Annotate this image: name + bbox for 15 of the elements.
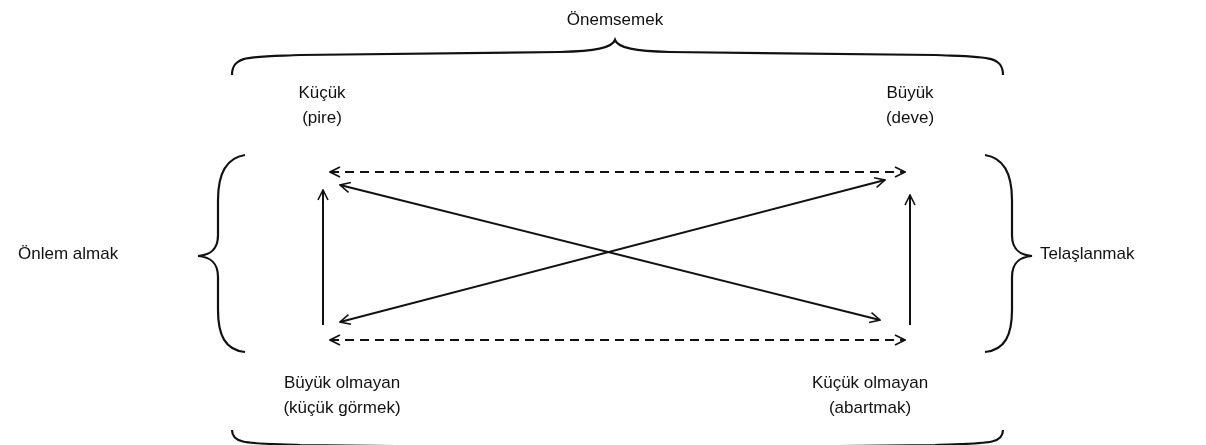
dashed-arrow xyxy=(329,334,906,346)
brace-label: Telaşlanmak xyxy=(1040,244,1135,264)
dashed-arrow xyxy=(329,166,906,178)
node-label: Küçük xyxy=(298,82,346,104)
node-label: (küçük görmek) xyxy=(283,397,401,419)
brace-label: Önemsemek xyxy=(566,10,664,30)
node-label: (deve) xyxy=(885,107,935,129)
node-label: Büyük olmayan xyxy=(283,372,401,394)
node-label: (abartmak) xyxy=(828,397,912,419)
brace-label: Önlem almak xyxy=(18,244,119,264)
node-label: Küçük olmayan xyxy=(811,372,929,394)
arrow xyxy=(317,189,329,326)
node-label: Büyük xyxy=(886,82,934,104)
node-label: (pire) xyxy=(302,107,342,129)
arrow xyxy=(904,194,916,326)
